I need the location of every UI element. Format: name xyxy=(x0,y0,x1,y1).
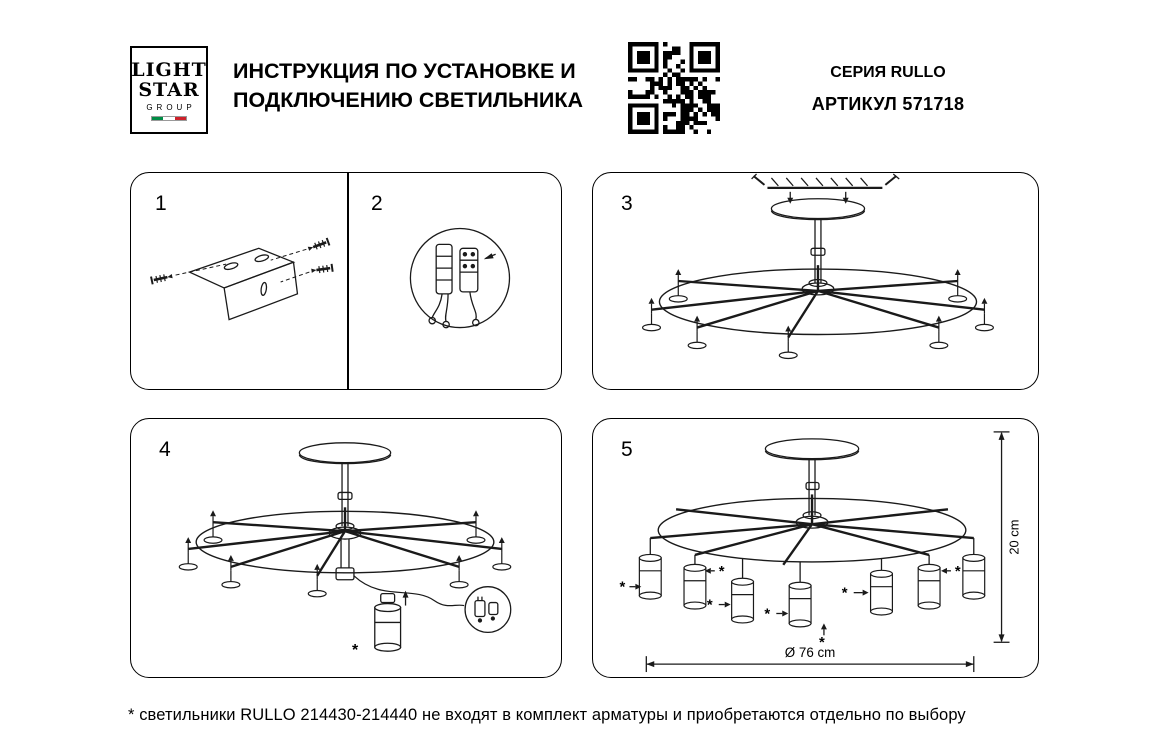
step-number-1: 1 xyxy=(155,192,167,215)
step-number-3: 3 xyxy=(621,192,633,215)
title-line-1: ИНСТРУКЦИЯ ПО УСТАНОВКЕ И xyxy=(233,59,576,83)
asterisk-label: * xyxy=(764,606,770,622)
asterisk-label: * xyxy=(707,598,713,614)
series-article-block: СЕРИЯ RULLO АРТИКУЛ 571718 xyxy=(782,64,994,115)
panel-step-5: 5 xyxy=(592,418,1039,678)
bracket-mounting-diagram xyxy=(149,236,334,321)
article-label: АРТИКУЛ 571718 xyxy=(811,94,965,114)
lightstar-logo: LIGHT STAR GROUP xyxy=(130,46,208,134)
panel-step-4: 4 xyxy=(130,418,562,678)
chandelier-assembly-diagram: * xyxy=(178,442,512,659)
panel-step-1-2: 1 2 xyxy=(130,172,562,390)
asterisk-label: * xyxy=(719,564,725,580)
panel-step-3: 3 xyxy=(592,172,1039,390)
logo-word-star: STAR xyxy=(138,78,200,101)
page-title: ИНСТРУКЦИЯ ПО УСТАНОВКЕ И ПОДКЛЮЧЕНИЮ СВ… xyxy=(233,57,583,115)
title-line-2: ПОДКЛЮЧЕНИЮ СВЕТИЛЬНИКА xyxy=(233,88,584,112)
chandelier-frame-diagram xyxy=(641,173,994,360)
asterisk-label: * xyxy=(819,635,825,651)
asterisk-label: * xyxy=(620,580,626,596)
step-number-4: 4 xyxy=(159,438,171,461)
logo-word-light: LIGHT xyxy=(131,58,207,81)
step-2-area xyxy=(348,173,563,389)
step-number-5: 5 xyxy=(621,438,633,461)
asterisk-label: * xyxy=(842,586,848,602)
footnote: * светильники RULLO 214430-214440 не вхо… xyxy=(128,706,966,724)
step-1-area xyxy=(131,173,347,389)
dimension-height-label: 20 cm xyxy=(1006,520,1021,555)
asterisk-label: * xyxy=(352,642,359,659)
chandelier-lamps-diagram: * * * * * * * 20 cm Ø 76 cm xyxy=(620,431,1021,673)
logo-word-group: GROUP xyxy=(146,102,196,112)
italian-flag-icon xyxy=(151,115,187,121)
asterisk-label: * xyxy=(955,564,961,580)
panel-divider xyxy=(347,173,349,389)
dimension-diameter-label: Ø 76 cm xyxy=(785,645,836,660)
series-label: СЕРИЯ RULLO xyxy=(830,64,946,81)
qr-code xyxy=(628,42,720,134)
step-number-2: 2 xyxy=(371,192,383,215)
wiring-connection-diagram xyxy=(409,227,511,329)
